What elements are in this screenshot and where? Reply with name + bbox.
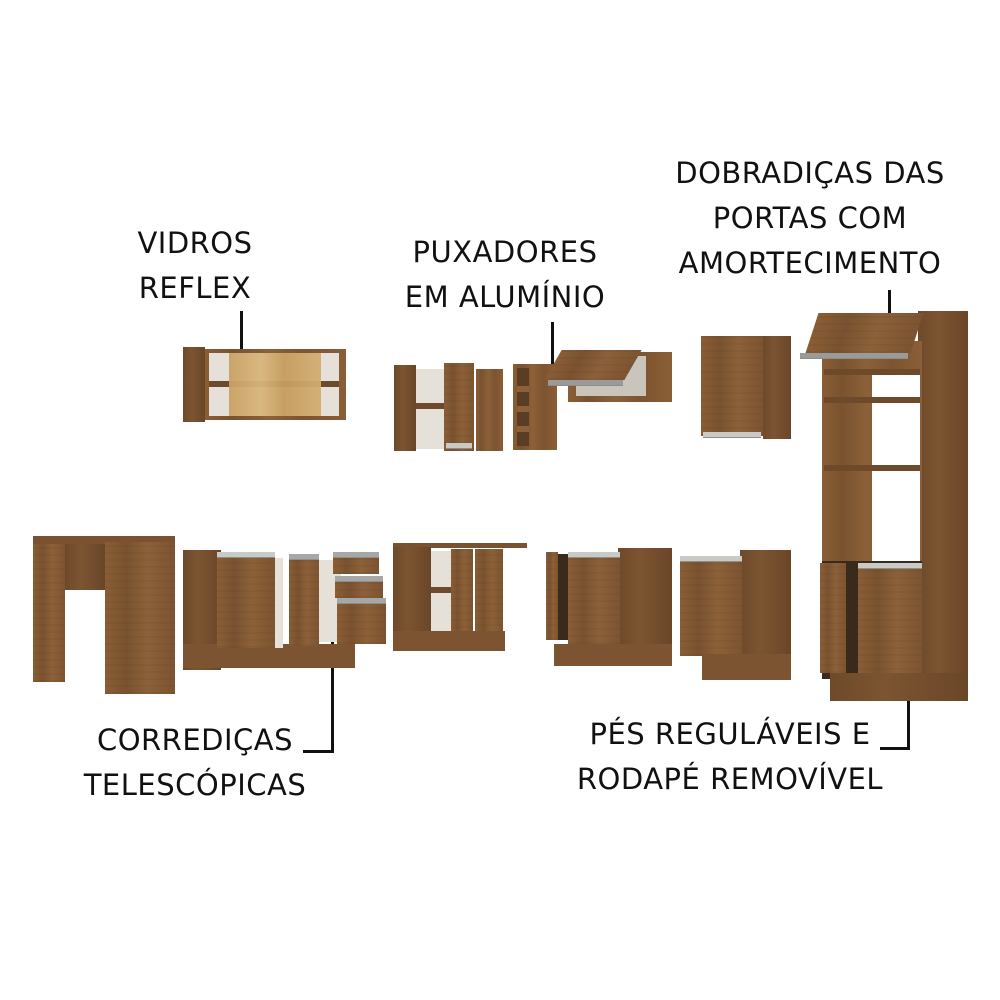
cabinet-door [475, 549, 503, 633]
cabinet-top [393, 543, 527, 548]
aluminum-handle [289, 554, 319, 560]
cabinet-door [568, 552, 620, 644]
glass-wall-cabinet [183, 347, 346, 422]
aluminum-handle [858, 563, 922, 569]
cabinet-plinth [554, 644, 672, 666]
two-door-base-cabinet [546, 546, 672, 668]
label-line: TELESCÓPICAS [83, 768, 307, 802]
label-line: PUXADORES [412, 235, 598, 269]
label-vidros-reflex: VIDROS REFLEX [130, 221, 260, 311]
label-line: AMORTECIMENTO [678, 246, 942, 280]
open-door [546, 552, 558, 640]
cabinet-shelf [416, 403, 444, 409]
cabinet-shelf [517, 406, 529, 412]
flip-up-wall-cabinet [544, 350, 672, 405]
cabinet-side [394, 365, 416, 451]
drawer-1 [333, 554, 379, 574]
corner-base-cabinet [393, 543, 527, 653]
drawer-2 [335, 578, 383, 598]
corner-wall-cabinet [394, 363, 509, 451]
aluminum-handle [446, 443, 472, 449]
open-door [444, 363, 474, 451]
oven-opening [872, 371, 920, 571]
cabinet-shelf [517, 386, 529, 392]
leader-line-puxadores [551, 322, 554, 384]
table-leg-left [33, 544, 65, 682]
label-pes-regulaveis: PÉS REGULÁVEIS E RODAPÉ REMOVÍVEL [565, 712, 895, 802]
oven-tower-cabinet [800, 311, 970, 701]
cabinet-door-right [289, 554, 319, 646]
flip-up-door [805, 313, 924, 353]
label-dobradicas: DOBRADIÇAS DAS PORTAS COM AMORTECIMENTO [660, 151, 960, 286]
leader-line-corredicas-v [331, 638, 334, 753]
label-line: PORTAS COM [712, 201, 908, 235]
cabinet-door [680, 556, 742, 656]
open-door [820, 563, 846, 673]
sliding-glass-door [229, 353, 321, 416]
cabinet-interior [273, 558, 283, 648]
label-puxadores: PUXADORES EM ALUMÍNIO [385, 230, 625, 320]
cabinet-side [918, 311, 968, 686]
leader-line-corredicas-h [303, 750, 334, 753]
aluminum-handle [335, 576, 383, 582]
label-corredicas: CORREDIÇAS TELESCÓPICAS [75, 718, 315, 808]
leader-line-pes-h [880, 747, 910, 750]
cabinet-shelf [824, 369, 920, 375]
label-line: CORREDIÇAS [96, 723, 294, 757]
cabinet-plinth [183, 644, 355, 668]
desk-table [33, 536, 175, 694]
cabinet-door [701, 336, 763, 436]
cabinet-side [763, 336, 791, 439]
cabinet-side [618, 548, 672, 646]
drawer-3 [337, 600, 386, 644]
removable-plinth [830, 673, 968, 701]
label-line: EM ALUMÍNIO [404, 280, 606, 314]
cabinet-shelf [517, 426, 529, 432]
aluminum-handle [800, 353, 908, 359]
cabinet-plinth [702, 654, 791, 680]
single-door-base-cabinet [680, 550, 791, 682]
leader-line-pes-v [907, 690, 910, 750]
single-door-wall-cabinet [701, 336, 791, 439]
table-panel-right [105, 542, 175, 694]
aluminum-handle [337, 598, 386, 604]
table-apron [65, 544, 105, 590]
aluminum-handle [333, 552, 379, 558]
aluminum-handle [680, 556, 742, 562]
label-line: PÉS REGULÁVEIS E [589, 717, 871, 751]
label-line: VIDROS [137, 226, 253, 260]
cabinet-door [476, 369, 503, 451]
aluminum-handle [217, 552, 275, 558]
cabinet-shelf [824, 397, 920, 403]
leader-line-dobradicas [888, 290, 891, 326]
open-door [451, 549, 473, 635]
leader-line-vidros [240, 311, 243, 361]
aluminum-handle [568, 552, 620, 558]
cabinet-plinth [393, 631, 505, 651]
cabinet-shelf [431, 587, 451, 593]
label-line: REFLEX [138, 271, 252, 305]
table-top [33, 536, 175, 544]
aluminum-handle [703, 432, 761, 438]
cabinet-door-left [217, 552, 275, 648]
cabinet-shelf [824, 465, 920, 471]
drawer-base-cabinet [183, 548, 386, 670]
cabinet-side [740, 550, 791, 655]
cabinet-interior [416, 369, 444, 449]
cabinet-door [858, 563, 922, 677]
aluminum-handle [548, 380, 623, 386]
label-line: DOBRADIÇAS DAS [675, 156, 945, 190]
label-line: RODAPÉ REMOVÍVEL [576, 762, 884, 796]
cabinet-side [183, 347, 205, 422]
